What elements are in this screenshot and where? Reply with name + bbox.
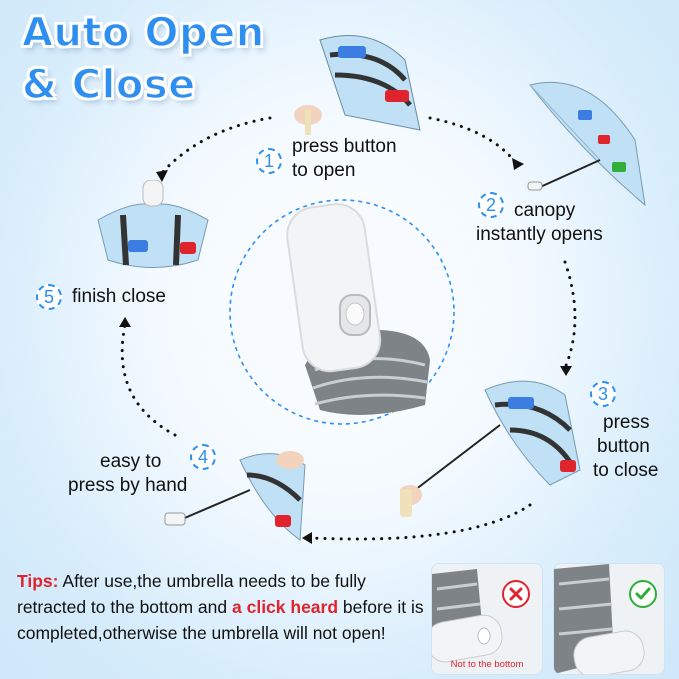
thumbnail-label: Not to the bottom [450, 659, 524, 670]
tips-text-1: After use,the umbrella needs to be fully… [17, 571, 366, 617]
arrow-4-to-5 [120, 323, 177, 437]
step-3-image [400, 380, 581, 517]
step-4-image [164, 451, 306, 541]
step-4-number: 4 [190, 444, 216, 470]
step-3-number: 3 [590, 381, 616, 407]
check-icon [629, 580, 657, 608]
step-1-image [294, 35, 421, 135]
tips-highlight: a click heard [232, 597, 339, 617]
arrow-1-to-5 [158, 116, 272, 177]
thumbnail-correct-illustration [554, 564, 645, 674]
step-4-text-line-1: easy to [100, 451, 162, 472]
step-5-number: 5 [36, 284, 62, 310]
title-line-2: & Close [21, 61, 196, 109]
step-2-text-line-1: canopy [514, 200, 576, 221]
thumbnail-not-to-bottom: Not to the bottom [431, 563, 543, 675]
step-3-text-line-3: to close [593, 460, 659, 481]
arrow-2-to-3 [563, 260, 577, 370]
step-1-text-line-1: press button [292, 136, 397, 157]
step-4-text-line-2: press by hand [68, 475, 188, 496]
tips-text-2: before it is completed,otherwise the umb… [17, 597, 424, 643]
step-2-text-line-2: instantly opens [476, 224, 603, 245]
thumbnail-correct [553, 563, 665, 675]
umbrella-handle-closeup [286, 203, 430, 415]
step-3-text-line-1: press [603, 412, 650, 433]
step-2-image [527, 81, 646, 207]
tips-paragraph: Tips: After use,the umbrella needs to be… [17, 568, 427, 646]
tips-label: Tips: [17, 571, 59, 591]
title-line-1: Auto Open [21, 9, 265, 57]
step-5-image [97, 180, 209, 268]
thumbnail-wrong-illustration [432, 569, 503, 663]
step-1-number: 1 [256, 148, 282, 174]
step-3-text-line-2: button [597, 436, 650, 457]
arrow-3-to-4 [310, 503, 532, 541]
step-1-text-line-2: to open [292, 160, 356, 181]
cross-icon [502, 580, 530, 608]
step-5-text: finish close [72, 286, 166, 307]
step-2-number: 2 [478, 192, 504, 218]
arrow-1-to-2 [428, 116, 517, 164]
